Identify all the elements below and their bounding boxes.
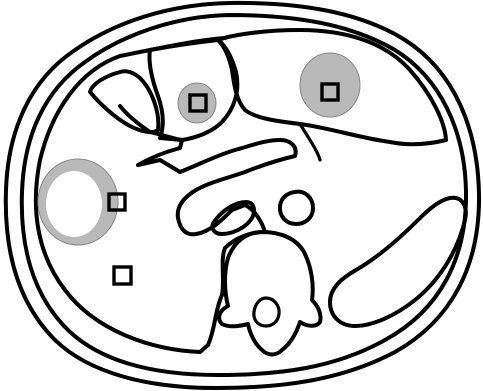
spinal-canal-outline — [254, 298, 279, 326]
roi-marker-lesion-left — [109, 194, 125, 210]
roi-marker-right — [322, 84, 338, 100]
roi-marker-center — [190, 95, 206, 111]
aorta-outline — [280, 192, 313, 224]
roi-marker-background-liver — [114, 267, 131, 284]
ligament-line — [300, 124, 320, 160]
caudate-lobe-outline — [90, 71, 158, 132]
vertebra-outline — [219, 232, 320, 355]
lesion-large-left — [38, 159, 118, 245]
